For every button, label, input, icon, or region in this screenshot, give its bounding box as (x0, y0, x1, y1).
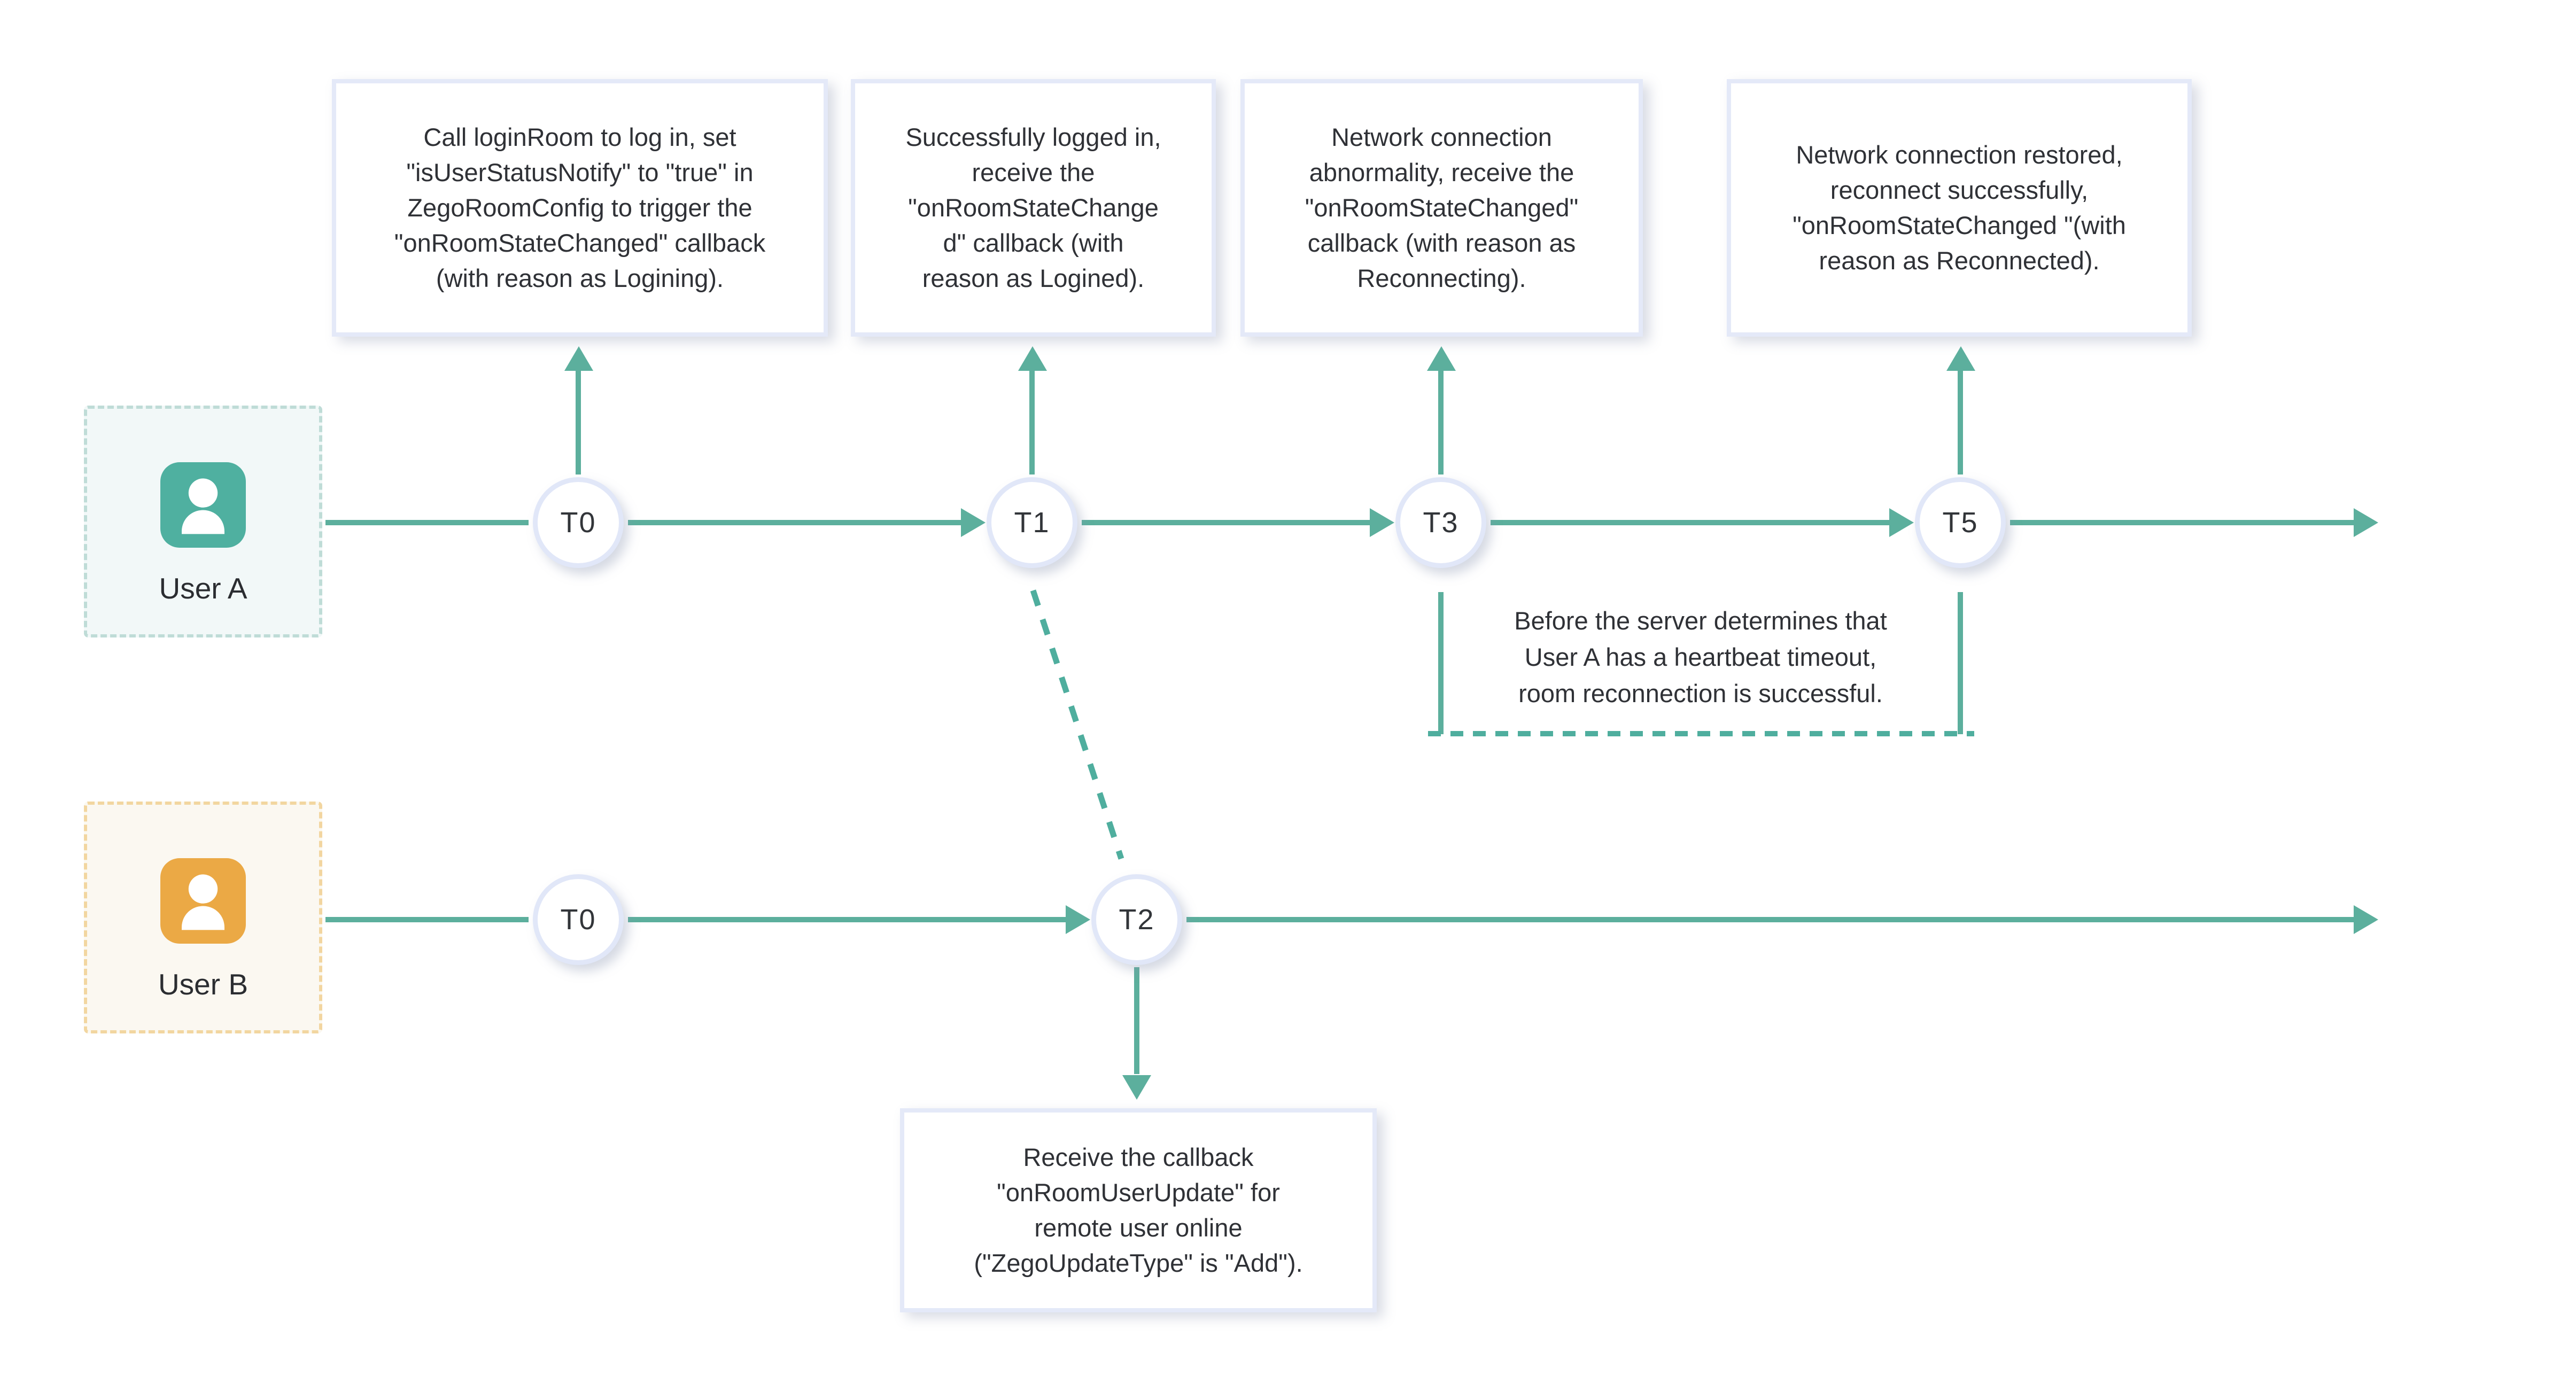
callout-logined-box: Successfully logged in, receive the "onR… (851, 79, 1216, 337)
timeline-b-end-arrowhead-icon (2354, 905, 2378, 934)
timeline-a-segment-5 (2010, 520, 2355, 525)
bracket-note-text: Before the server determines that User A… (1514, 606, 1887, 707)
user-a-label: User A (159, 572, 247, 605)
node-label: T0 (560, 904, 596, 936)
user-a-avatar (160, 462, 246, 548)
callout-logined-text: Successfully logged in, receive the "onR… (905, 123, 1161, 292)
node-label: T3 (1423, 507, 1459, 539)
person-icon (182, 874, 224, 930)
timeline-b-segment-1 (325, 917, 529, 922)
arrow-up-t0-icon (564, 346, 593, 371)
timeline-a-node-t0: T0 (533, 477, 624, 568)
callout-logining-text: Call loginRoom to log in, set "isUserSta… (394, 123, 766, 292)
timeline-b-node-t2: T2 (1091, 874, 1182, 965)
bracket-right-line (1958, 592, 1963, 734)
user-b-avatar (160, 858, 246, 944)
arrow-up-t3-icon (1427, 346, 1456, 371)
callout-room-user-update-box: Receive the callback "onRoomUserUpdate" … (900, 1108, 1377, 1312)
timeline-a-node-t3: T3 (1395, 477, 1486, 568)
timeline-a-segment-3 (1082, 520, 1370, 525)
callout-reconnected-box: Network connection restored, reconnect s… (1727, 79, 2192, 337)
callout-reconnecting-text: Network connection abnormality, receive … (1305, 123, 1579, 292)
arrow-down-t2-icon (1122, 1075, 1151, 1100)
user-a-card: User A (84, 406, 322, 637)
user-b-label: User B (158, 968, 249, 1001)
user-b-card: User B (84, 802, 322, 1033)
arrow-up-t1-line (1029, 370, 1035, 475)
bracket-left-line (1438, 592, 1444, 734)
node-label: T1 (1014, 507, 1050, 539)
bracket-dashed-bottom-line (1428, 731, 1974, 736)
dashed-link-t1-t2 (1030, 589, 1124, 860)
timeline-a-node-t1: T1 (987, 477, 1077, 568)
timeline-b-segment-3 (1186, 917, 2355, 922)
person-icon (182, 478, 224, 534)
node-label: T0 (560, 507, 596, 539)
node-label: T5 (1942, 507, 1978, 539)
arrow-up-t0-line (576, 370, 581, 475)
timeline-a-node-t5: T5 (1915, 477, 2006, 568)
timeline-b-node-t0: T0 (533, 874, 624, 965)
timeline-a-segment-4 (1491, 520, 1890, 525)
arrow-down-t2-line (1134, 967, 1139, 1074)
callout-logining-box: Call loginRoom to log in, set "isUserSta… (332, 79, 828, 337)
arrow-up-t5-line (1958, 370, 1963, 475)
arrow-up-t5-icon (1946, 346, 1975, 371)
timeline-a-segment-2 (628, 520, 962, 525)
timeline-b-segment-2 (628, 917, 1068, 922)
arrow-up-t1-icon (1018, 346, 1047, 371)
timeline-a-arrowhead-t1-icon (961, 508, 986, 537)
callout-reconnecting-box: Network connection abnormality, receive … (1240, 79, 1643, 337)
timeline-a-segment-1 (325, 520, 529, 525)
arrow-up-t3-line (1438, 370, 1444, 475)
timeline-a-arrowhead-t5-icon (1889, 508, 1914, 537)
timeline-b-arrowhead-t2-icon (1066, 905, 1090, 934)
timeline-a-end-arrowhead-icon (2354, 508, 2378, 537)
timeline-a-arrowhead-t3-icon (1370, 508, 1394, 537)
callout-room-user-update-text: Receive the callback "onRoomUserUpdate" … (974, 1143, 1303, 1277)
node-label: T2 (1119, 904, 1155, 936)
callout-reconnected-text: Network connection restored, reconnect s… (1793, 141, 2126, 275)
